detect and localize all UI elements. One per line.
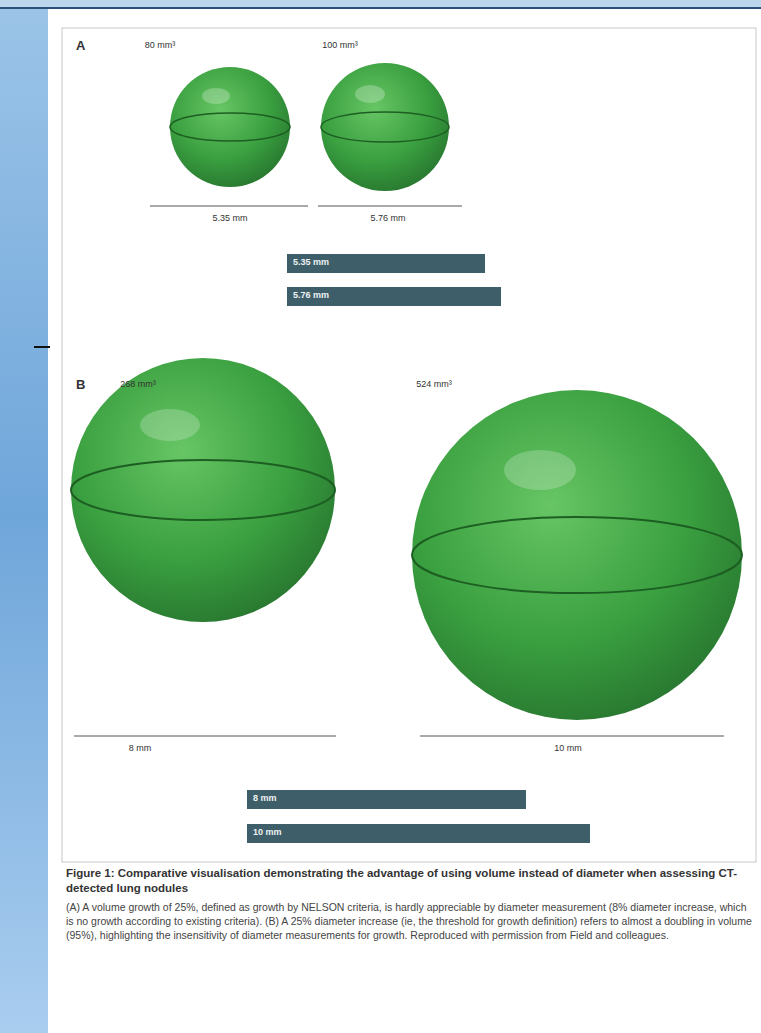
dimension-label: 80 mm³ <box>145 40 176 50</box>
bar-label: 5.76 mm <box>287 287 501 300</box>
figure-caption: (A) A volume growth of 25%, defined as g… <box>66 900 754 943</box>
figure-title: Figure 1: Comparative visualisation demo… <box>66 866 754 896</box>
dimension-label: 524 mm³ <box>416 379 452 389</box>
panel-letter: A <box>76 38 85 53</box>
dimension-label: 5.76 mm <box>370 213 405 223</box>
sphere-b1 <box>71 358 335 622</box>
dimension-label: 100 mm³ <box>322 40 358 50</box>
dimension-label: 268 mm³ <box>120 379 156 389</box>
bar-label: 5.35 mm <box>287 254 485 267</box>
sphere-a2 <box>321 63 449 191</box>
panel-letter: B <box>76 377 85 392</box>
sphere-a1 <box>170 67 290 187</box>
dimension-label: 8 mm <box>129 743 152 753</box>
measure-bar: 10 mm <box>247 824 590 843</box>
measure-bar: 8 mm <box>247 790 526 809</box>
dimension-label: 10 mm <box>554 743 582 753</box>
dimension-label: 5.35 mm <box>212 213 247 223</box>
bar-label: 10 mm <box>247 824 590 837</box>
bar-label: 8 mm <box>247 790 526 803</box>
measure-bar: 5.76 mm <box>287 287 501 306</box>
sphere-b2 <box>412 390 742 720</box>
measure-bar: 5.35 mm <box>287 254 485 273</box>
